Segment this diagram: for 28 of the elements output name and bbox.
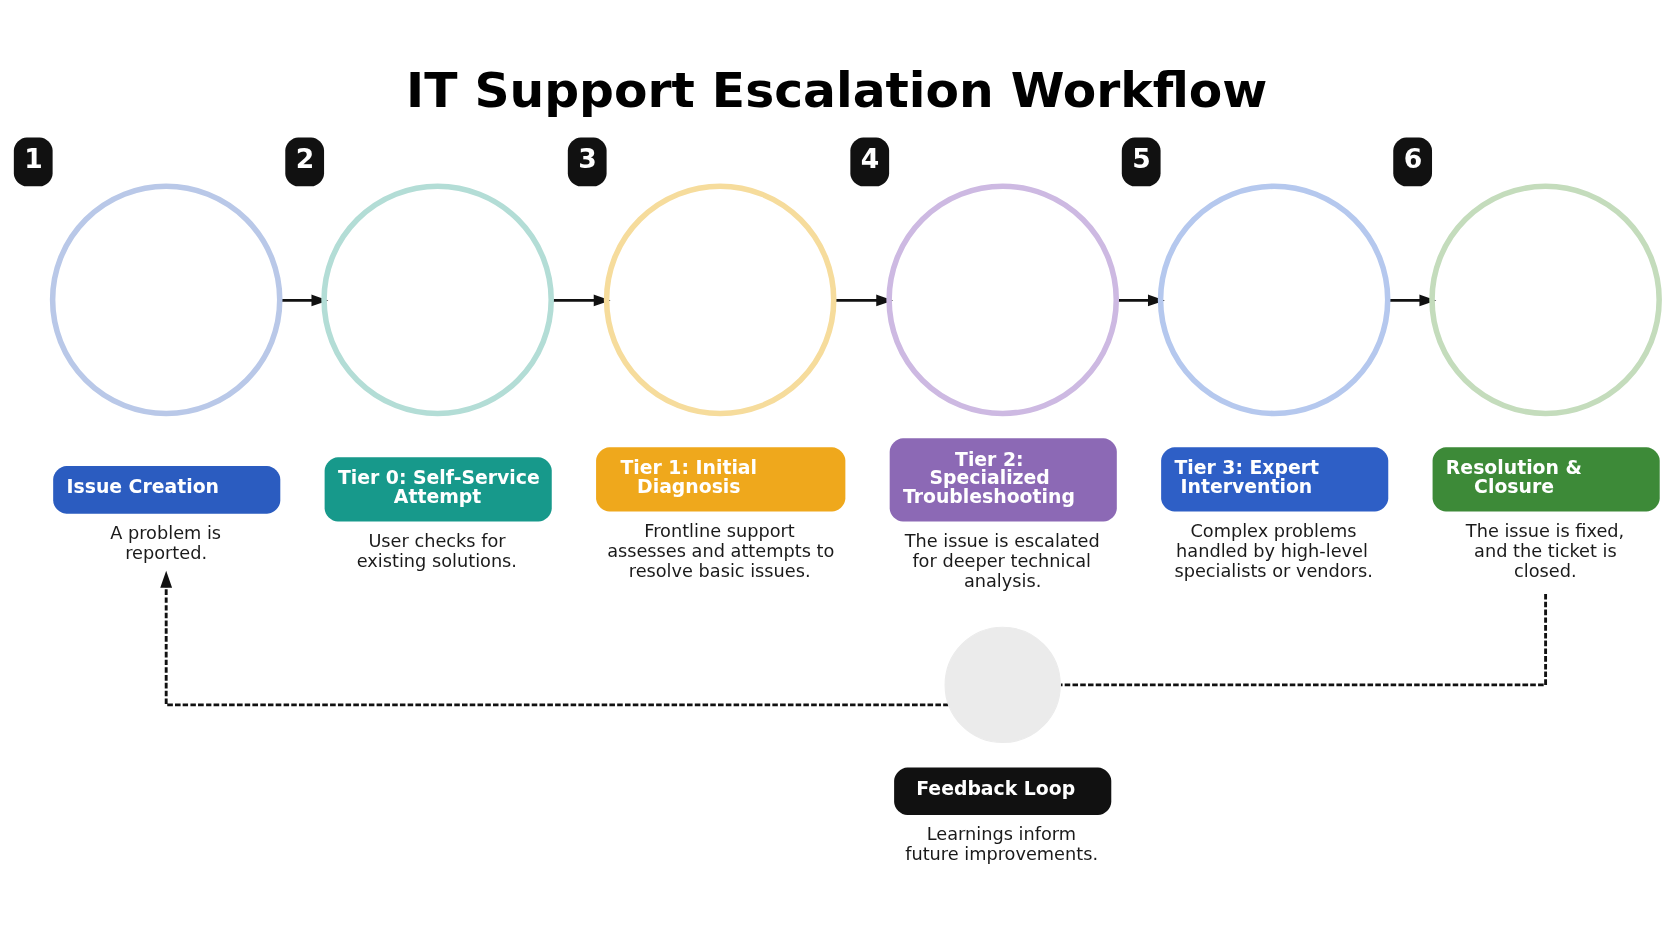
node-label: 4 — [860, 142, 879, 174]
node-label: Learnings inform future improvements. — [904, 824, 1098, 865]
diagram-title: IT Support Escalation Workflow — [405, 61, 1267, 118]
node-label: The issue is fixed, and the ticket is closed. — [1465, 520, 1624, 581]
node-label: 3 — [577, 142, 597, 174]
node-box: Tier 3: Expert Intervention — [1160, 447, 1388, 512]
node-label: A problem is reported. — [109, 522, 221, 563]
node-label: Frontline support assesses and attempts to resolve basic issues. — [606, 520, 834, 581]
node-box: Tier 2: Specialized Troubleshooting — [889, 438, 1117, 522]
node-box: Resolution & Closure — [1432, 447, 1660, 512]
node-box: Tier 1: Initial Diagnosis — [595, 447, 845, 512]
node-label: 2 — [295, 142, 314, 174]
node-label: 5 — [1131, 142, 1151, 174]
node-box: Issue Creation — [52, 466, 280, 514]
node-label: The issue is escalated for deeper technical analysis. — [904, 530, 1100, 591]
node-box: Feedback Loop — [893, 767, 1111, 816]
node-label: 6 — [1403, 142, 1422, 174]
node-box: Tier 0: Self-Service Attempt — [324, 457, 552, 522]
arrow — [1387, 294, 1436, 307]
node-circle — [944, 626, 1061, 744]
arrow — [279, 294, 328, 307]
arrow — [1116, 294, 1165, 307]
node-label: User checks for existing solutions. — [356, 530, 517, 571]
node-label: Complex problems handled by high-level specialists or vendors. — [1173, 520, 1373, 581]
node-label: 1 — [23, 142, 43, 174]
arrow — [833, 294, 893, 307]
arrow — [159, 570, 948, 707]
connector — [1060, 593, 1547, 687]
